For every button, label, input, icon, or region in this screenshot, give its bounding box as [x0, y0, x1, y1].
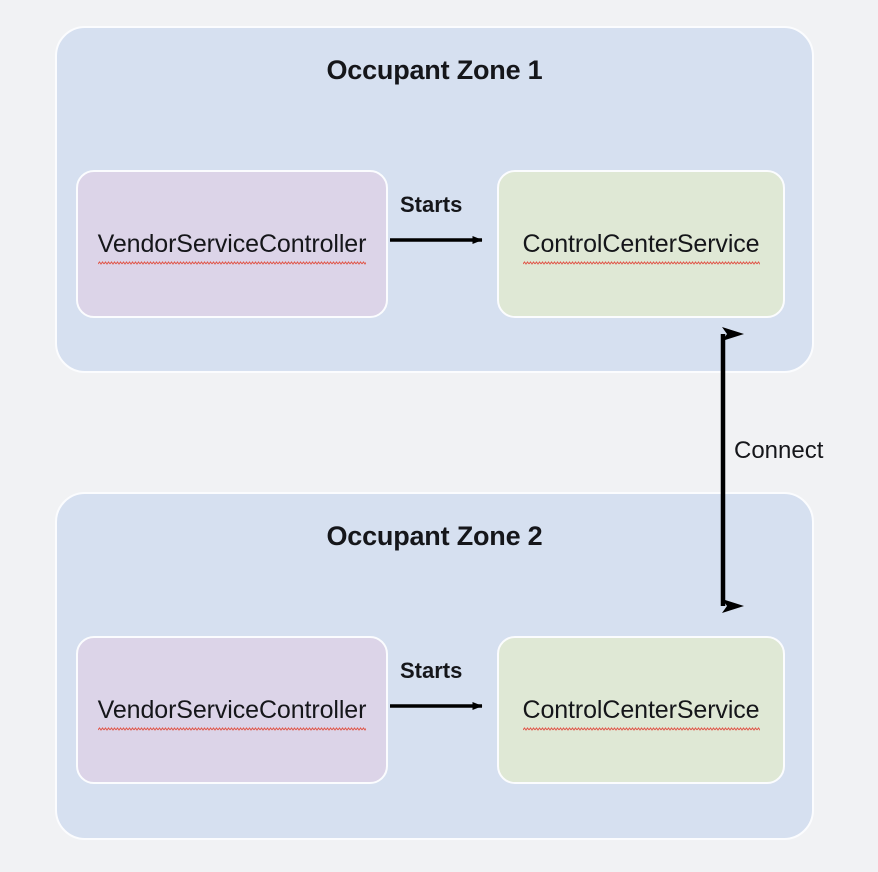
node-label: VendorServiceController: [97, 229, 367, 265]
edge-label-starts-2: Starts: [400, 658, 463, 683]
node-label: ControlCenterService: [522, 229, 760, 265]
edge-label-connect: Connect: [734, 437, 824, 464]
node-control-center-service-2[interactable]: ControlCenterService: [497, 636, 785, 784]
node-vendor-service-controller-1[interactable]: VendorServiceController: [76, 170, 388, 318]
node-vendor-service-controller-2[interactable]: VendorServiceController: [76, 636, 388, 784]
zone-title-1: Occupant Zone 1: [326, 55, 543, 85]
node-label: VendorServiceController: [97, 695, 367, 731]
edge-label-starts-1: Starts: [400, 192, 463, 217]
node-label: ControlCenterService: [522, 695, 760, 731]
zone-title-2: Occupant Zone 2: [326, 521, 543, 551]
node-control-center-service-1[interactable]: ControlCenterService: [497, 170, 785, 318]
